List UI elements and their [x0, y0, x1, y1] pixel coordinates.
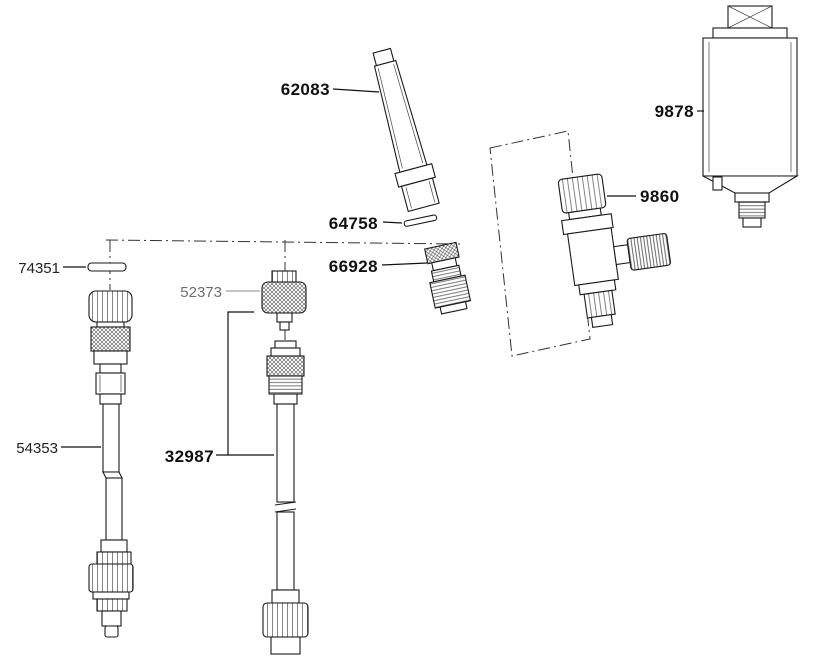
assembly-top-flange	[270, 347, 301, 357]
cap-stub	[271, 270, 297, 283]
part-label-9860: 9860	[640, 187, 679, 206]
part-label-62083: 62083	[281, 80, 330, 99]
leader-bracket-32987	[216, 311, 274, 456]
hose-tube-bend	[102, 471, 123, 479]
hose-step	[99, 393, 122, 405]
part-32987-assembly-drawing	[262, 340, 309, 655]
canister-drain-tab	[712, 176, 723, 191]
part-label-54353: 54353	[16, 440, 58, 457]
canister-cap-cross	[727, 5, 773, 29]
hose-collar-1	[93, 350, 128, 365]
assembly-collar-1	[273, 393, 298, 405]
part-52373-cap-drawing	[261, 270, 307, 331]
leader-line-62083	[332, 88, 380, 93]
part-66928-fitting-drawing	[424, 241, 472, 315]
canister-threaded-stem	[738, 201, 766, 219]
hose-tube-lower	[105, 477, 123, 541]
tube-sleeve	[400, 177, 440, 213]
assembly-tube-lower	[276, 511, 295, 591]
assembly-boundary-dashed-box	[489, 130, 591, 357]
part-label-52373: 52373	[180, 284, 222, 301]
fitting-tip	[439, 301, 468, 315]
part-64758-seal-drawing	[403, 214, 438, 227]
assembly-bottom-skirt	[270, 636, 301, 655]
part-label-74351: 74351	[18, 260, 60, 277]
part-74351-pin-drawing	[87, 262, 127, 272]
centerline-horizontal	[105, 239, 461, 245]
part-9878-canister-drawing	[702, 5, 799, 228]
hose-tube-upper	[102, 403, 120, 473]
canister-neck	[734, 192, 770, 203]
seal-pin	[403, 214, 438, 227]
valve-port-tip	[590, 314, 614, 328]
part-label-64758: 64758	[329, 214, 378, 233]
tube-break-mark-1	[274, 501, 297, 506]
sleeve-shading-left	[405, 187, 412, 209]
leader-line-66928	[381, 262, 428, 266]
hose-tip	[104, 625, 119, 638]
canister-cap-flange	[712, 27, 788, 39]
hose-hex-small	[96, 551, 132, 565]
assembly-collar-2	[271, 589, 300, 604]
hose-lock-nut	[96, 598, 128, 612]
part-label-32987: 32987	[165, 447, 214, 466]
assembly-tube-upper	[276, 403, 295, 503]
valve-knurled-knob	[626, 233, 672, 271]
part-54353-hose-drawing	[88, 290, 134, 638]
hose-neck-1	[96, 321, 125, 328]
assembly-top-cap	[274, 340, 297, 349]
sleeve-shading-right	[428, 180, 436, 203]
barrel-shading-right	[393, 64, 424, 164]
leader-line-64758	[382, 221, 403, 224]
pin-body	[87, 262, 127, 272]
cap-knurled-body	[261, 281, 307, 314]
part-9860-valve-drawing	[557, 173, 672, 328]
hose-washer	[92, 591, 130, 600]
barrel-shading-left	[377, 68, 403, 169]
hose-cap-nut	[88, 290, 133, 323]
part-label-9878: 9878	[655, 102, 694, 121]
cap-tip	[279, 321, 290, 331]
hose-nipple	[101, 610, 122, 627]
valve-lower-hex	[583, 289, 616, 319]
valve-body	[566, 227, 619, 287]
valve-top-hex-nut	[557, 173, 607, 214]
part-label-66928: 66928	[329, 257, 378, 276]
cap-nipple	[276, 312, 293, 323]
canister-body	[702, 37, 798, 177]
part-62083-tube-drawing	[372, 47, 440, 213]
assembly-knurled-band	[266, 355, 305, 377]
hose-collar-2	[100, 539, 128, 553]
hose-knurled-band	[90, 326, 131, 352]
assembly-hex-nut	[262, 602, 309, 638]
hose-neck-2	[99, 363, 122, 374]
assembly-thread-band	[268, 375, 303, 395]
hose-hex-large	[88, 563, 134, 593]
canister-stem-tip	[742, 217, 762, 228]
